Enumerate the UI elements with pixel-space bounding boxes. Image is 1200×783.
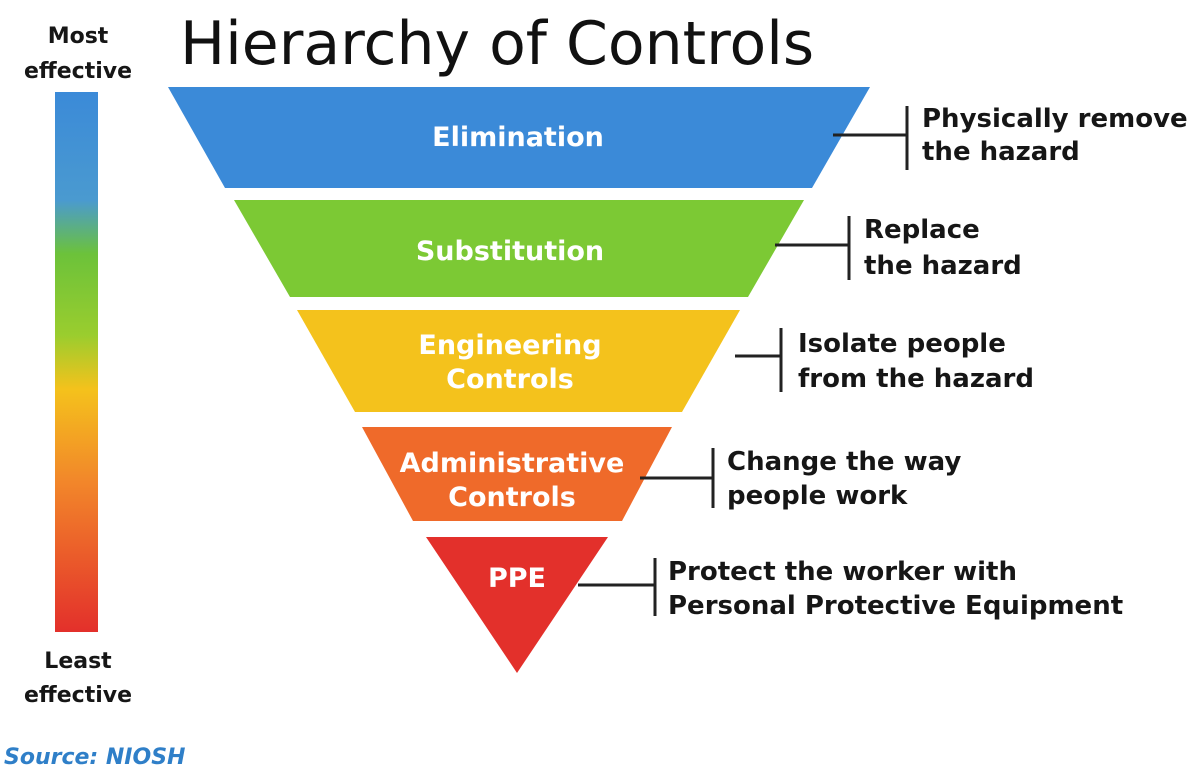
desc-ppe-line1: Protect the worker with	[668, 557, 1017, 587]
desc-elimination-line2: the hazard	[922, 137, 1080, 167]
level-engineering-shape	[297, 310, 740, 412]
level-substitution-label: Substitution	[416, 236, 604, 267]
bracket-substitution	[775, 216, 851, 280]
desc-ppe-line2: Personal Protective Equipment	[668, 591, 1123, 621]
desc-substitution-line1: Replace	[864, 215, 980, 245]
level-engineering-label-line2: Controls	[446, 364, 574, 395]
level-administrative-shape	[362, 427, 672, 521]
level-elimination-shape	[168, 87, 870, 188]
bracket-ppe	[578, 558, 657, 616]
source-credit: Source: NIOSH	[4, 745, 185, 770]
most-effective-line1: Most	[48, 24, 109, 49]
effectiveness-gradient-bar	[55, 92, 98, 632]
desc-administrative-line2: people work	[727, 481, 908, 511]
level-ppe-label: PPE	[488, 563, 546, 594]
desc-elimination-line1: Physically remove	[922, 104, 1188, 134]
least-effective-line2: effective	[24, 683, 132, 708]
page-title: Hierarchy of Controls	[180, 9, 814, 79]
desc-substitution-line2: the hazard	[864, 251, 1022, 281]
level-engineering-label-line1: Engineering	[418, 330, 601, 361]
level-administrative-label-line2: Controls	[448, 482, 576, 513]
level-ppe-shape	[426, 537, 608, 673]
most-effective-line2: effective	[24, 59, 132, 84]
bracket-administrative	[640, 448, 715, 508]
level-elimination-label: Elimination	[432, 122, 604, 153]
desc-administrative-line1: Change the way	[727, 447, 961, 477]
bracket-elimination	[833, 106, 909, 170]
least-effective-line1: Least	[44, 649, 112, 674]
desc-engineering-line2: from the hazard	[798, 364, 1034, 394]
desc-engineering-line1: Isolate people	[798, 329, 1006, 359]
bracket-engineering	[735, 328, 783, 392]
level-administrative-label-line1: Administrative	[400, 448, 625, 479]
level-substitution-shape	[234, 200, 804, 297]
